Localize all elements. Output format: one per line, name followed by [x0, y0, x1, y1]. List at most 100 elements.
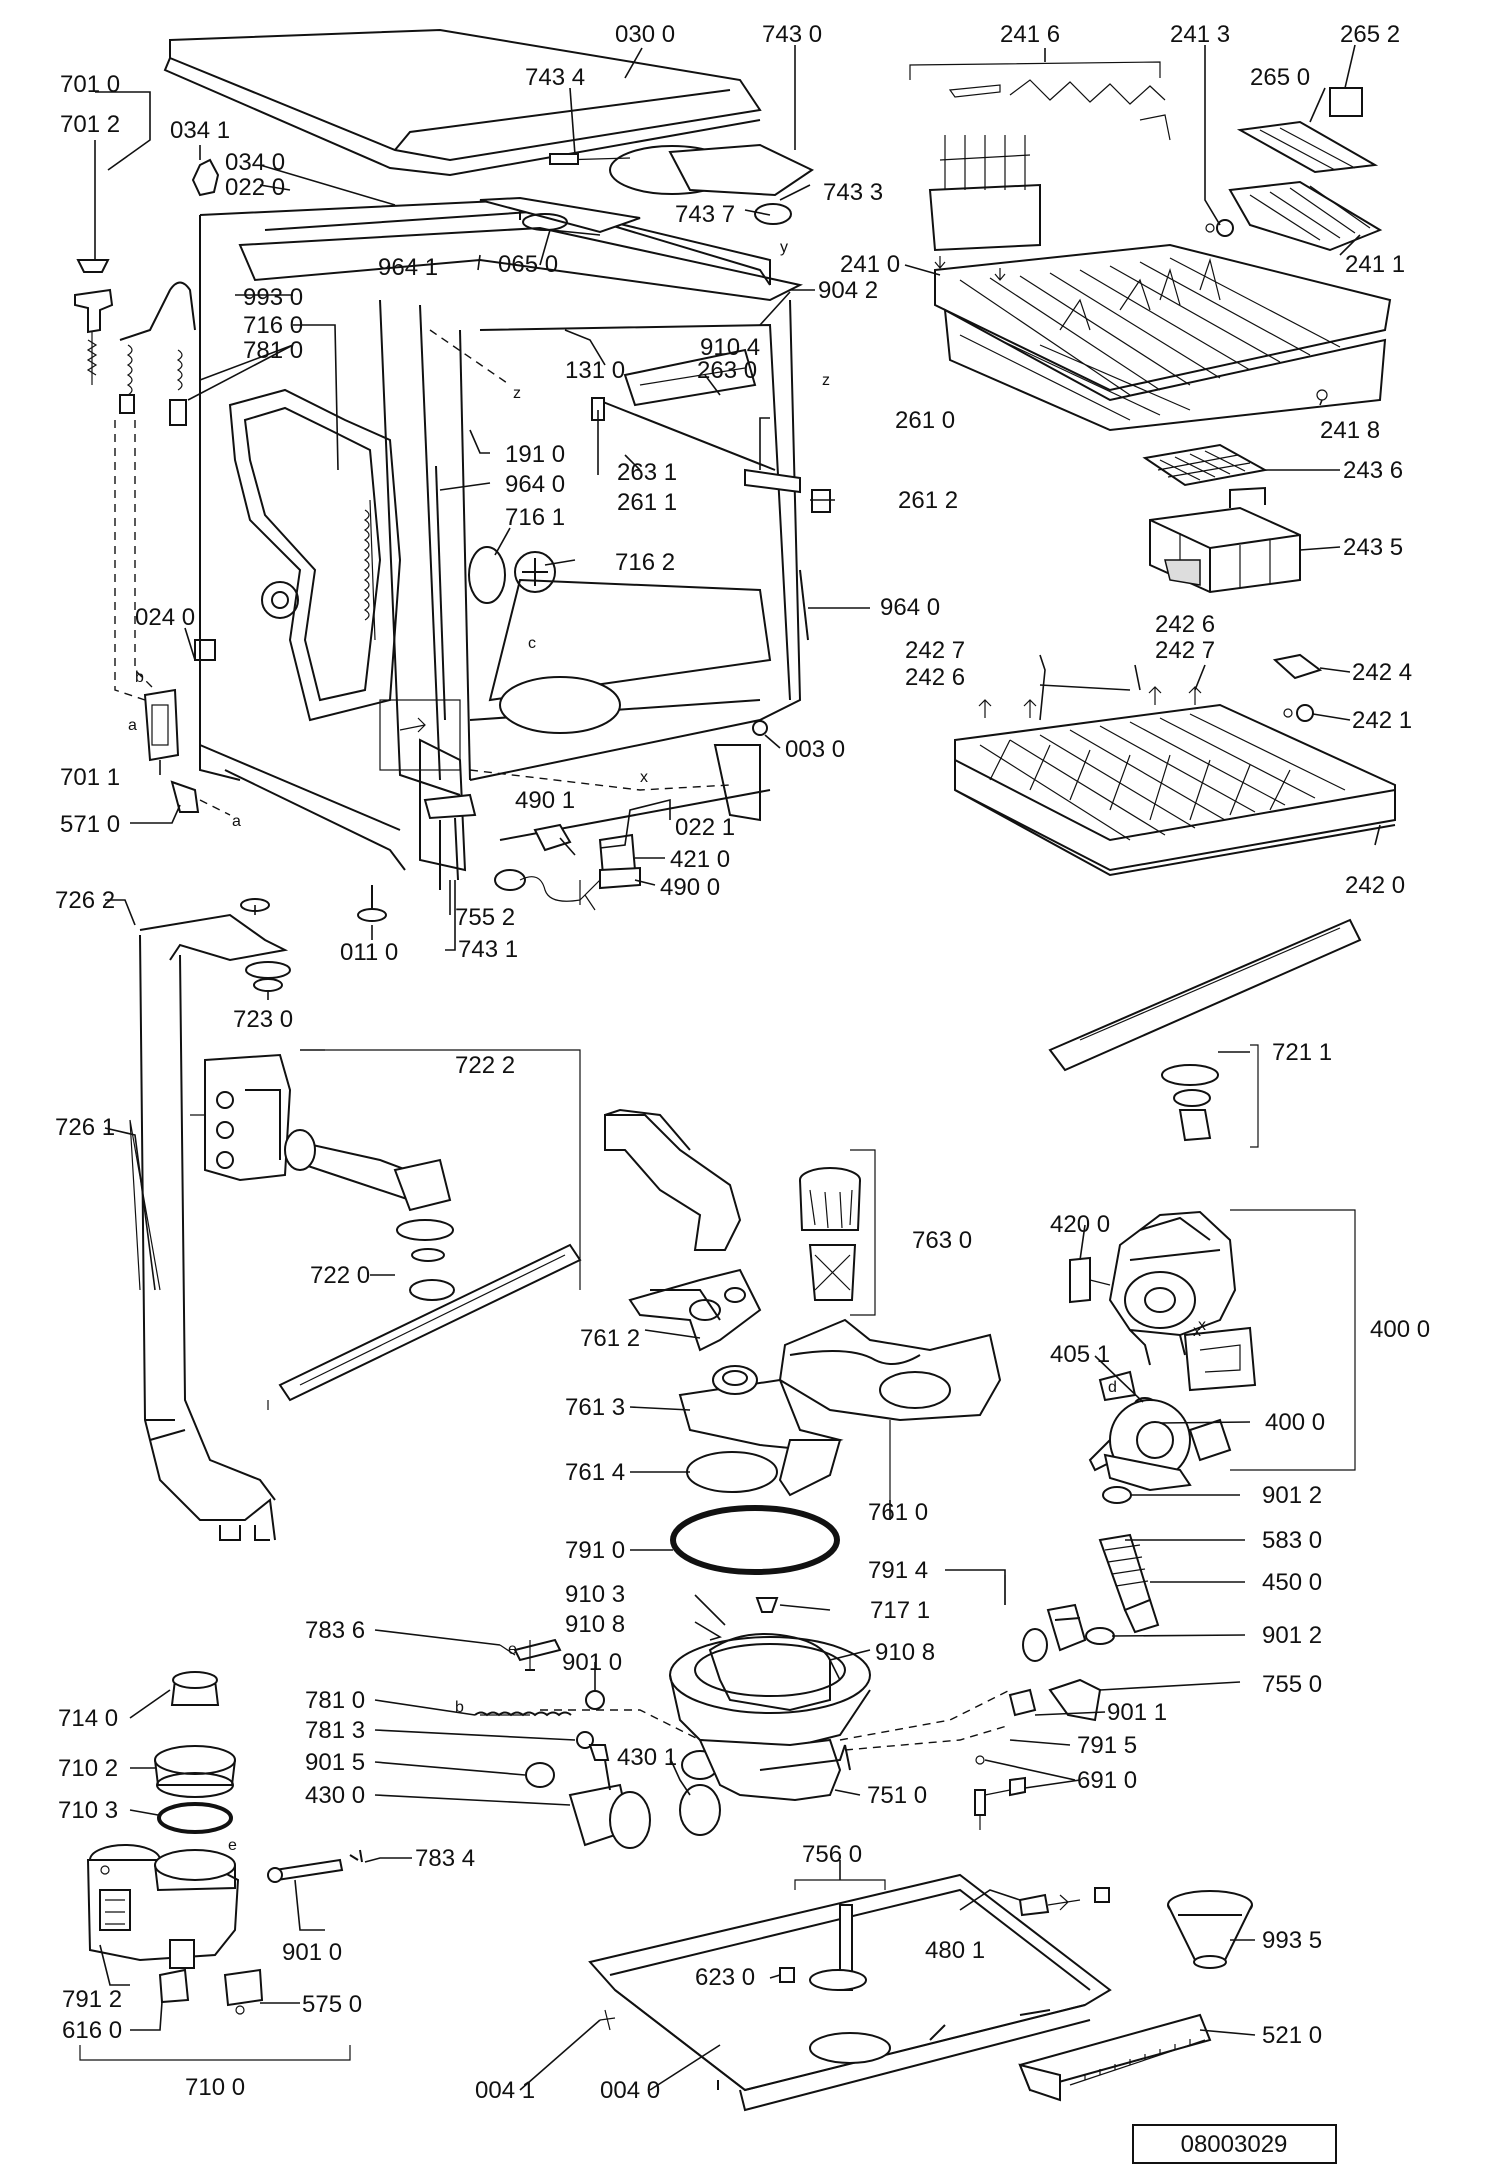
part-label: 716 1 — [505, 504, 565, 531]
heater-group — [974, 1486, 1160, 1830]
part-label: 265 0 — [1250, 64, 1310, 91]
part-label: 781 0 — [243, 337, 303, 364]
part-label: 964 1 — [378, 254, 438, 281]
part-label: 241 3 — [1170, 21, 1230, 48]
part-label: 405 1 — [1050, 1341, 1110, 1368]
part-label: 421 0 — [670, 846, 730, 873]
part-label: 241 8 — [1320, 417, 1380, 444]
part-label: 241 6 — [1000, 21, 1060, 48]
upper-basket-group — [909, 61, 1392, 432]
part-label: 781 3 — [305, 1717, 365, 1744]
part-label: 701 2 — [60, 111, 120, 138]
part-label: 783 6 — [305, 1617, 365, 1644]
part-label: 004 1 — [475, 2077, 535, 2104]
plate-743 — [549, 143, 815, 225]
part-label: 714 0 — [58, 1705, 118, 1732]
part-label: 743 0 — [762, 21, 822, 48]
part-labels: 030 0 743 0 743 4 743 3 743 7 701 0 701 … — [55, 21, 1430, 2104]
part-label: 623 0 — [695, 1964, 755, 1991]
part-label: 791 0 — [565, 1537, 625, 1564]
part-label: 261 0 — [895, 407, 955, 434]
part-label: 901 2 — [1262, 1482, 1322, 1509]
part-label: 034 1 — [170, 117, 230, 144]
part-label: 717 1 — [870, 1597, 930, 1624]
part-label: 242 6 — [1155, 611, 1215, 638]
part-label: 034 0 — [225, 149, 285, 176]
part-label: 691 0 — [1077, 1767, 1137, 1794]
part-label: 430 0 — [305, 1782, 365, 1809]
part-label: 521 0 — [1262, 2022, 1322, 2049]
diagram-id-box: 08003029 — [1132, 2124, 1337, 2164]
reference-letter: x — [640, 769, 648, 786]
reference-letter: e — [228, 1837, 237, 1854]
part-label: 743 4 — [525, 64, 585, 91]
part-label: 763 0 — [912, 1227, 972, 1254]
part-label: 710 0 — [185, 2074, 245, 2101]
part-label: 901 0 — [282, 1939, 342, 1966]
part-label: 701 0 — [60, 71, 120, 98]
part-label: 791 4 — [868, 1557, 928, 1584]
part-label: 791 2 — [62, 1986, 122, 2013]
diagram-id: 08003029 — [1181, 2131, 1288, 2158]
part-label: 131 0 — [565, 357, 625, 384]
funnel-993 — [1167, 1890, 1253, 1969]
part-label: 242 6 — [905, 664, 965, 691]
part-label: 400 0 — [1370, 1316, 1430, 1343]
part-label: 022 0 — [225, 174, 285, 201]
part-label: 065 0 — [498, 251, 558, 278]
part-label: 490 1 — [515, 787, 575, 814]
reference-letter: b — [455, 1699, 464, 1716]
reference-letter: z — [822, 372, 830, 389]
part-label: 761 0 — [868, 1499, 928, 1526]
part-label: 751 0 — [867, 1782, 927, 1809]
part-label: 722 0 — [310, 1262, 370, 1289]
part-label: 726 1 — [55, 1114, 115, 1141]
part-label: 242 0 — [1345, 872, 1405, 899]
lower-spray-arm-group — [267, 1049, 582, 1410]
svg-text:x: x — [1198, 1317, 1206, 1334]
reference-letter: b — [135, 669, 144, 686]
part-label: 755 2 — [455, 904, 515, 931]
upper-spray-arm-group — [1048, 918, 1362, 1148]
part-label: 761 3 — [565, 1394, 625, 1421]
part-label: 616 0 — [62, 2017, 122, 2044]
part-label: 716 2 — [615, 549, 675, 576]
part-label: 243 5 — [1343, 534, 1403, 561]
part-label: 791 5 — [1077, 1732, 1137, 1759]
part-label: 575 0 — [302, 1991, 362, 2018]
part-label: 450 0 — [1262, 1569, 1322, 1596]
part-label: 755 0 — [1262, 1671, 1322, 1698]
part-label: 910 3 — [565, 1581, 625, 1608]
part-label: 490 0 — [660, 874, 720, 901]
circulation-group — [604, 1108, 1002, 1575]
part-label: 781 0 — [305, 1687, 365, 1714]
part-label: 242 7 — [905, 637, 965, 664]
part-label: 726 2 — [55, 887, 115, 914]
part-label: 004 0 — [600, 2077, 660, 2104]
part-label: 430 1 — [617, 1744, 677, 1771]
part-label: 480 1 — [925, 1937, 985, 1964]
part-label: 904 2 — [818, 277, 878, 304]
part-label: 701 1 — [60, 764, 120, 791]
tub-frame — [199, 196, 831, 872]
reference-letter: e — [508, 1641, 517, 1658]
part-label: 756 0 — [802, 1841, 862, 1868]
part-label: 901 5 — [305, 1749, 365, 1776]
reference-letter: z — [513, 385, 521, 402]
leader-lines — [94, 44, 1381, 2091]
part-label: 910 8 — [875, 1639, 935, 1666]
part-label: 261 2 — [898, 487, 958, 514]
lower-basket-group — [954, 653, 1396, 877]
part-label: 261 1 — [617, 489, 677, 516]
softener-group — [79, 1671, 363, 2061]
part-label: 571 0 — [60, 811, 120, 838]
part-label: 723 0 — [233, 1006, 293, 1033]
part-label: 263 0 — [697, 357, 757, 384]
part-label: 024 0 — [135, 604, 195, 631]
part-label: 242 4 — [1352, 659, 1412, 686]
part-label: 011 0 — [340, 939, 398, 966]
part-label: 420 0 — [1050, 1211, 1110, 1238]
panel-521 — [1018, 2013, 1212, 2102]
reference-letter: a — [232, 813, 241, 830]
